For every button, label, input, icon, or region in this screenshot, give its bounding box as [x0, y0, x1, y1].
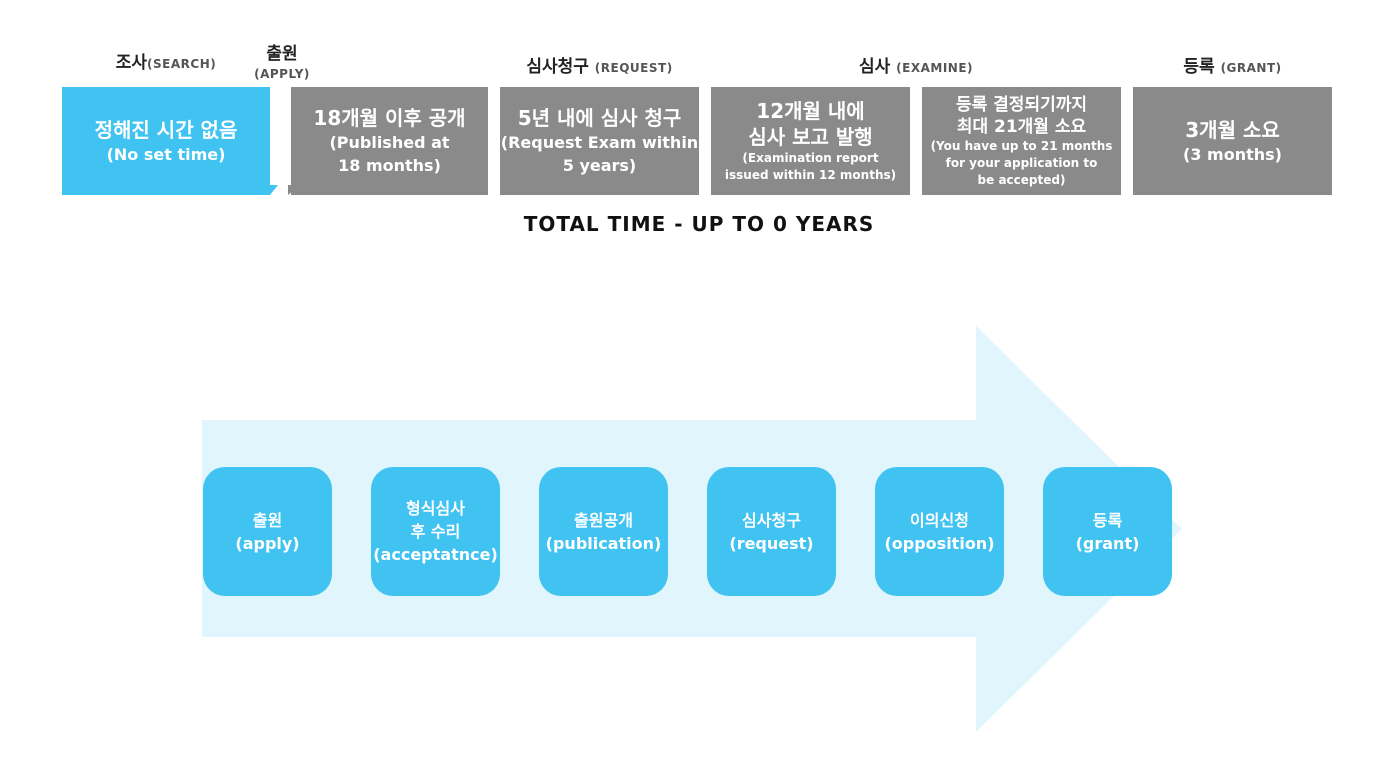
- stage-label-examine: 심사 (EXAMINE): [858, 57, 974, 77]
- stage-label-grant: 등록 (GRANT): [1183, 57, 1282, 77]
- step-acceptance: 형식심사 후 수리 (acceptatnce): [371, 467, 500, 596]
- timeline-box-examine-accept: 등록 결정되기까지 최대 21개월 소요 (You have up to 21 …: [922, 87, 1121, 195]
- stage-label-request: 심사청구 (REQUEST): [526, 57, 673, 77]
- step-request: 심사청구 (request): [707, 467, 836, 596]
- timeline-box-grant: 3개월 소요 (3 months): [1133, 87, 1332, 195]
- timeline-box-request: 5년 내에 심사 청구 (Request Exam within 5 years…: [500, 87, 699, 195]
- stage-label-apply: 출원(APPLY): [254, 44, 310, 81]
- step-grant: 등록 (grant): [1043, 467, 1172, 596]
- stage-label-search: 조사(SEARCH): [115, 53, 217, 73]
- timeline-box-apply: 18개월 이후 공개 (Published at 18 months): [291, 87, 488, 195]
- step-opposition: 이의신청 (opposition): [875, 467, 1004, 596]
- step-apply: 출원 (apply): [203, 467, 332, 596]
- total-time-label: TOTAL TIME - UP TO 0 YEARS: [523, 212, 875, 236]
- timeline-box-examine-report: 12개월 내에 심사 보고 발행 (Examination report iss…: [711, 87, 910, 195]
- step-publication: 출원공개 (publication): [539, 467, 668, 596]
- timeline-box-search: 정해진 시간 없음 (No set time): [62, 87, 270, 195]
